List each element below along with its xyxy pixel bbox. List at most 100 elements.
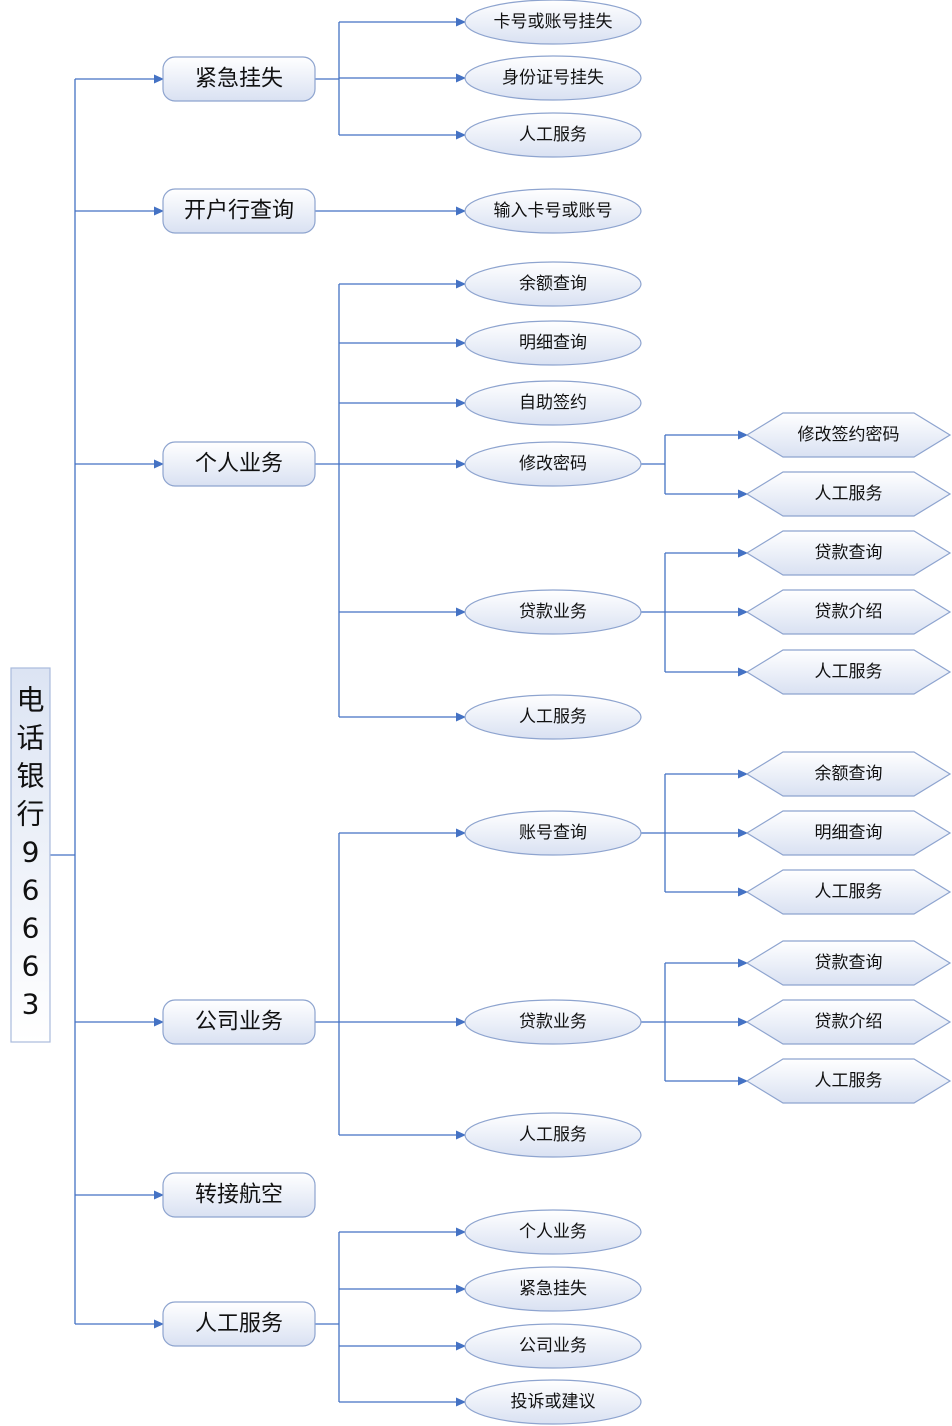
level2-node-ellipse bbox=[464, 1209, 642, 1255]
level3-node-label: 人工服务 bbox=[815, 1071, 883, 1091]
level2-node-ellipse bbox=[464, 320, 642, 366]
level2-node-label: 身份证号挂失 bbox=[502, 68, 604, 88]
level2-node-label: 账号查询 bbox=[519, 823, 587, 843]
level2-node-label: 贷款业务 bbox=[519, 1012, 587, 1032]
root-node-char: 电 bbox=[16, 684, 44, 717]
level1-node[interactable]: 紧急挂失 bbox=[162, 56, 316, 102]
level2-node[interactable]: 余额查询 bbox=[464, 261, 642, 307]
level2-node-label: 紧急挂失 bbox=[519, 1279, 587, 1299]
level2-node-label: 修改密码 bbox=[519, 454, 587, 474]
root-node-char: 6 bbox=[22, 874, 40, 907]
level3-node[interactable]: 人工服务 bbox=[745, 471, 952, 517]
root-node-char: 3 bbox=[22, 988, 40, 1021]
level1-node-label: 公司业务 bbox=[195, 1010, 283, 1035]
level2-node[interactable]: 人工服务 bbox=[464, 1112, 642, 1158]
level3-node-label: 人工服务 bbox=[815, 882, 883, 902]
level3-node[interactable]: 人工服务 bbox=[745, 649, 952, 695]
level2-node-ellipse bbox=[464, 1266, 642, 1312]
level2-node[interactable]: 人工服务 bbox=[464, 694, 642, 740]
level3-node-label: 明细查询 bbox=[815, 823, 883, 843]
level2-node[interactable]: 自助签约 bbox=[464, 380, 642, 426]
level2-node-label: 人工服务 bbox=[519, 1125, 587, 1145]
level1-node[interactable]: 开户行查询 bbox=[162, 188, 316, 234]
level2-node-ellipse bbox=[464, 589, 642, 635]
level2-node[interactable]: 贷款业务 bbox=[464, 999, 642, 1045]
level2-node[interactable]: 输入卡号或账号 bbox=[464, 188, 642, 234]
level3-node-label: 人工服务 bbox=[815, 484, 883, 504]
level2-node-label: 人工服务 bbox=[519, 125, 587, 145]
level2-node[interactable]: 身份证号挂失 bbox=[464, 55, 642, 101]
level3-node[interactable]: 贷款介绍 bbox=[745, 999, 952, 1045]
level3-node[interactable]: 人工服务 bbox=[745, 1058, 952, 1104]
level3-node-hexagon bbox=[745, 869, 952, 915]
level2-node-ellipse bbox=[464, 694, 642, 740]
level2-node-label: 贷款业务 bbox=[519, 602, 587, 622]
level2-node-ellipse bbox=[464, 810, 642, 856]
level3-node-hexagon bbox=[745, 530, 952, 576]
level3-node[interactable]: 明细查询 bbox=[745, 810, 952, 856]
level2-node[interactable]: 人工服务 bbox=[464, 112, 642, 158]
level3-node[interactable]: 人工服务 bbox=[745, 869, 952, 915]
root-node-char: 行 bbox=[16, 798, 44, 831]
level2-node-label: 公司业务 bbox=[519, 1336, 587, 1356]
level2-node-label: 明细查询 bbox=[519, 333, 587, 353]
level1-node-box bbox=[162, 56, 316, 102]
level2-node-label: 投诉或建议 bbox=[511, 1392, 596, 1412]
level2-node[interactable]: 账号查询 bbox=[464, 810, 642, 856]
level2-node[interactable]: 卡号或账号挂失 bbox=[464, 0, 642, 45]
root-node-char: 话 bbox=[16, 722, 44, 755]
level3-node-label: 人工服务 bbox=[815, 662, 883, 682]
level3-node[interactable]: 修改签约密码 bbox=[745, 412, 952, 458]
level2-node[interactable]: 紧急挂失 bbox=[464, 1266, 642, 1312]
level2-node[interactable]: 贷款业务 bbox=[464, 589, 642, 635]
level3-node[interactable]: 贷款查询 bbox=[745, 940, 952, 986]
level3-node-hexagon bbox=[745, 999, 952, 1045]
level2-node-ellipse bbox=[464, 55, 642, 101]
level2-node-label: 余额查询 bbox=[519, 274, 587, 294]
level3-node-hexagon bbox=[745, 471, 952, 517]
root-node-char: 9 bbox=[22, 836, 40, 869]
level2-node-ellipse bbox=[464, 441, 642, 487]
root-node-char: 银 bbox=[16, 760, 44, 793]
level1-node-label: 转接航空 bbox=[195, 1183, 283, 1208]
level1-node[interactable]: 个人业务 bbox=[162, 441, 316, 487]
level2-node[interactable]: 公司业务 bbox=[464, 1323, 642, 1369]
level1-node-label: 开户行查询 bbox=[184, 199, 294, 224]
level3-node-hexagon bbox=[745, 589, 952, 635]
root-node-char: 6 bbox=[22, 950, 40, 983]
level3-node-hexagon bbox=[745, 1058, 952, 1104]
level2-node[interactable]: 明细查询 bbox=[464, 320, 642, 366]
level2-node[interactable]: 修改密码 bbox=[464, 441, 642, 487]
root-node-char: 6 bbox=[22, 912, 40, 945]
level3-node-label: 贷款查询 bbox=[815, 543, 883, 563]
level1-node[interactable]: 公司业务 bbox=[162, 999, 316, 1045]
level1-node-box bbox=[162, 999, 316, 1045]
level2-node-ellipse bbox=[464, 112, 642, 158]
level2-node[interactable]: 投诉或建议 bbox=[464, 1379, 642, 1425]
level3-node-label: 贷款查询 bbox=[815, 953, 883, 973]
level3-node[interactable]: 贷款介绍 bbox=[745, 589, 952, 635]
level1-node-box bbox=[162, 188, 316, 234]
level3-node-label: 余额查询 bbox=[815, 764, 883, 784]
level3-node-hexagon bbox=[745, 412, 952, 458]
level2-node-ellipse bbox=[464, 0, 642, 45]
level1-node-box bbox=[162, 1172, 316, 1218]
level1-node-label: 紧急挂失 bbox=[195, 67, 283, 92]
level2-node-ellipse bbox=[464, 999, 642, 1045]
level2-node[interactable]: 个人业务 bbox=[464, 1209, 642, 1255]
level2-node-label: 自助签约 bbox=[519, 393, 587, 413]
level3-node[interactable]: 贷款查询 bbox=[745, 530, 952, 576]
level2-node-ellipse bbox=[464, 1112, 642, 1158]
root-node-box bbox=[10, 667, 51, 1043]
level2-node-ellipse bbox=[464, 1379, 642, 1425]
level1-node[interactable]: 人工服务 bbox=[162, 1301, 316, 1347]
level2-node-ellipse bbox=[464, 188, 642, 234]
level2-node-ellipse bbox=[464, 1323, 642, 1369]
level3-node[interactable]: 余额查询 bbox=[745, 751, 952, 797]
level3-node-hexagon bbox=[745, 810, 952, 856]
level1-node-box bbox=[162, 1301, 316, 1347]
level2-node-ellipse bbox=[464, 380, 642, 426]
level1-node[interactable]: 转接航空 bbox=[162, 1172, 316, 1218]
